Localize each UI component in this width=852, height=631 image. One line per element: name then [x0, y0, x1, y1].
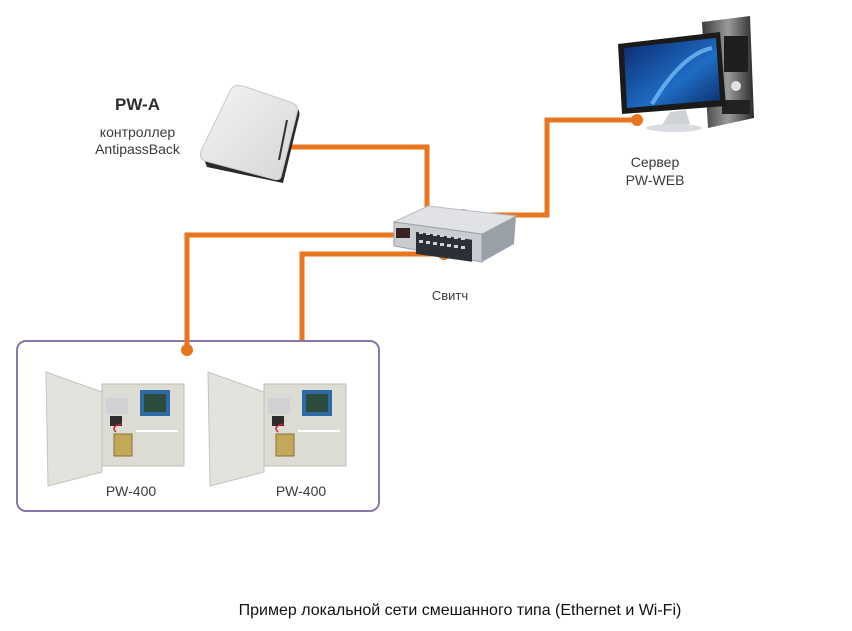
port-dot-server	[631, 114, 643, 126]
panel-1-label: PW-400	[105, 483, 157, 499]
server-label-line1: Сервер	[630, 154, 680, 170]
controllers-group-box	[16, 340, 380, 512]
desktop-computer-icon	[618, 16, 754, 132]
wire-controller-switch	[285, 144, 430, 215]
controller-title: PW-A	[115, 95, 160, 114]
network-switch-icon	[392, 205, 518, 263]
controller-subtitle-line1: контроллер	[99, 124, 176, 140]
wireless-controller-icon	[200, 85, 300, 183]
controller-subtitle-line2: AntipassBack	[95, 141, 180, 157]
panel-2-label: PW-400	[275, 483, 327, 499]
diagram-caption: Пример локальной сети смешанного типа (E…	[238, 602, 682, 619]
switch-label: Свитч	[431, 288, 469, 303]
wire-panel2-switch	[299, 251, 444, 340]
server-label-line2: PW-WEB	[625, 172, 685, 188]
control-panel-cabinet-icon	[207, 371, 347, 487]
port-dot-panel1	[181, 344, 193, 356]
control-panel-cabinet-icon	[45, 371, 185, 487]
wire-panel1-switch	[184, 232, 407, 350]
